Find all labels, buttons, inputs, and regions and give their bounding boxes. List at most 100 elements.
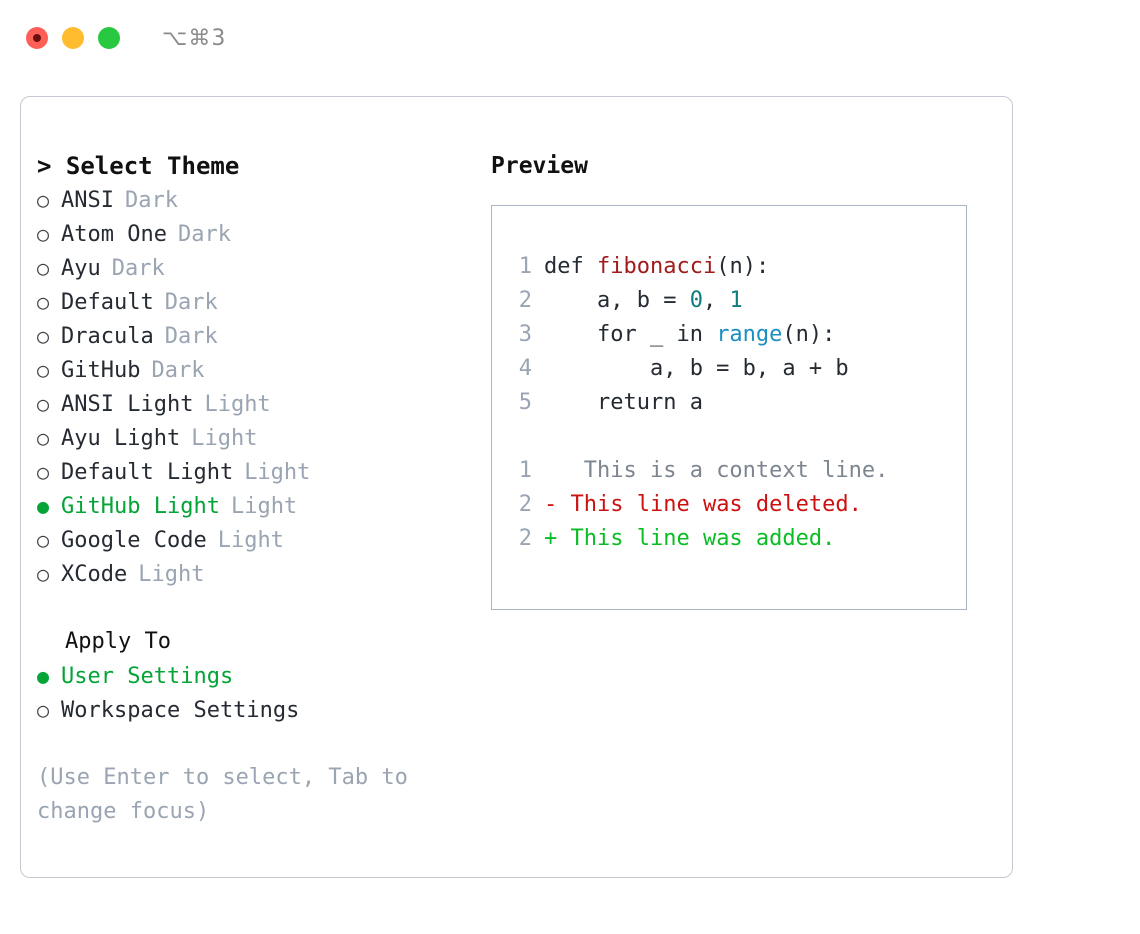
code-line: 4 a, b = b, a + b [492, 352, 966, 386]
diff-content: This is a context line. [557, 458, 889, 483]
radio-empty-icon: ○ [37, 460, 50, 484]
theme-item-github[interactable]: ○ GitHub Dark [37, 353, 491, 387]
radio-empty-icon: ○ [37, 188, 50, 212]
theme-name: XCode [61, 562, 128, 587]
preview-column: Preview 1 def fibonacci(n): 2 a, b = 0, … [491, 97, 1012, 877]
code-spacer [492, 420, 966, 454]
apply-option-user-settings[interactable]: ● User Settings [37, 659, 491, 693]
code-content: for _ in range(n): [544, 318, 835, 352]
theme-selection-column: > Select Theme ○ ANSI Dark ○ Atom One Da… [21, 97, 491, 877]
apply-option-label: User Settings [61, 664, 234, 689]
theme-variant: Dark [177, 222, 231, 247]
code-content: a, b = b, a + b [544, 352, 849, 386]
line-number: 5 [518, 390, 532, 415]
theme-name: Ayu Light [61, 426, 181, 451]
diff-line-deleted: 2 - This line was deleted. [492, 488, 966, 522]
theme-item-ayu[interactable]: ○ Ayu Dark [37, 251, 491, 285]
apply-to-section: Apply To ● User Settings ○ Workspace Set… [37, 625, 491, 727]
radio-empty-icon: ○ [37, 528, 50, 552]
code-token: a, b = [544, 288, 690, 313]
main-panel: > Select Theme ○ ANSI Dark ○ Atom One Da… [20, 96, 1013, 878]
theme-variant: Dark [124, 188, 178, 213]
theme-item-google-code[interactable]: ○ Google Code Light [37, 523, 491, 557]
diff-marker: - [544, 492, 558, 517]
theme-name: Ayu [61, 256, 101, 281]
line-number: 2 [518, 526, 532, 551]
code-content: return a [544, 386, 703, 420]
theme-name: Atom One [61, 222, 167, 247]
code-line: 5 return a [492, 386, 966, 420]
code-content: def fibonacci(n): [544, 250, 769, 284]
theme-list: ○ ANSI Dark ○ Atom One Dark ○ Ayu Dark [37, 183, 491, 591]
preview-heading: Preview [491, 153, 588, 179]
code-line: 3 for _ in range(n): [492, 318, 966, 352]
theme-variant: Light [204, 392, 271, 417]
theme-name: GitHub [61, 358, 141, 383]
line-number: 2 [518, 288, 532, 313]
theme-item-default-light[interactable]: ○ Default Light Light [37, 455, 491, 489]
apply-option-workspace-settings[interactable]: ○ Workspace Settings [37, 693, 491, 727]
code-token: range [716, 322, 783, 347]
theme-variant: Light [230, 494, 298, 519]
theme-item-ayu-light[interactable]: ○ Ayu Light Light [37, 421, 491, 455]
code-token: return a [544, 390, 703, 415]
line-number: 4 [518, 356, 532, 381]
line-number: 1 [518, 458, 532, 483]
radio-empty-icon: ○ [37, 222, 50, 246]
theme-variant: Light [244, 460, 311, 485]
radio-empty-icon: ○ [37, 358, 50, 382]
theme-item-ansi[interactable]: ○ ANSI Dark [37, 183, 491, 217]
theme-item-default[interactable]: ○ Default Dark [37, 285, 491, 319]
code-token: def [544, 254, 597, 279]
select-theme-heading: > Select Theme [37, 152, 240, 180]
close-button[interactable] [26, 27, 48, 49]
code-token: for _ in [544, 322, 717, 347]
keyboard-hint-text: (Use Enter to select, Tab to change focu… [37, 765, 408, 824]
code-token: a, b = b, a + b [544, 356, 849, 381]
code-token: fibonacci [596, 254, 717, 279]
radio-filled-icon: ● [37, 664, 50, 688]
keyboard-shortcut-label: ⌥⌘3 [162, 25, 227, 51]
theme-variant: Dark [111, 256, 165, 281]
line-number: 3 [518, 322, 532, 347]
code-line: 1 def fibonacci(n): [492, 250, 966, 284]
traffic-lights [26, 27, 120, 49]
diff-content: This line was deleted. [557, 492, 862, 517]
code-token: (n): [782, 322, 836, 347]
preview-box: 1 def fibonacci(n): 2 a, b = 0, 1 3 for … [491, 205, 967, 610]
theme-variant: Light [138, 562, 205, 587]
diff-marker: + [544, 526, 558, 551]
theme-variant: Dark [151, 358, 205, 383]
theme-item-atom-one[interactable]: ○ Atom One Dark [37, 217, 491, 251]
theme-name: ANSI [61, 188, 114, 213]
theme-name: Default [61, 290, 154, 315]
line-number: 2 [518, 492, 532, 517]
theme-name: Default Light [61, 460, 234, 485]
diff-line-context: 1 This is a context line. [492, 454, 966, 488]
radio-empty-icon: ○ [37, 256, 50, 280]
diff-marker [544, 454, 557, 488]
diff-line-added: 2 + This line was added. [492, 522, 966, 556]
code-line: 2 a, b = 0, 1 [492, 284, 966, 318]
titlebar: ⌥⌘3 [0, 0, 1140, 76]
radio-empty-icon: ○ [37, 324, 50, 348]
theme-name: GitHub Light [61, 494, 220, 519]
theme-item-github-light[interactable]: ● GitHub Light Light [37, 489, 491, 523]
maximize-button[interactable] [98, 27, 120, 49]
radio-empty-icon: ○ [37, 426, 50, 450]
diff-content: This line was added. [557, 526, 836, 551]
code-token: 0 [689, 288, 703, 313]
theme-item-ansi-light[interactable]: ○ ANSI Light Light [37, 387, 491, 421]
theme-item-xcode[interactable]: ○ XCode Light [37, 557, 491, 591]
radio-filled-icon: ● [37, 494, 50, 518]
theme-name: Google Code [61, 528, 207, 553]
code-content: a, b = 0, 1 [544, 284, 743, 318]
radio-empty-icon: ○ [37, 392, 50, 416]
theme-variant: Light [217, 528, 284, 553]
code-token: (n): [716, 254, 770, 279]
theme-item-dracula[interactable]: ○ Dracula Dark [37, 319, 491, 353]
minimize-button[interactable] [62, 27, 84, 49]
radio-empty-icon: ○ [37, 290, 50, 314]
apply-option-label: Workspace Settings [61, 698, 300, 723]
